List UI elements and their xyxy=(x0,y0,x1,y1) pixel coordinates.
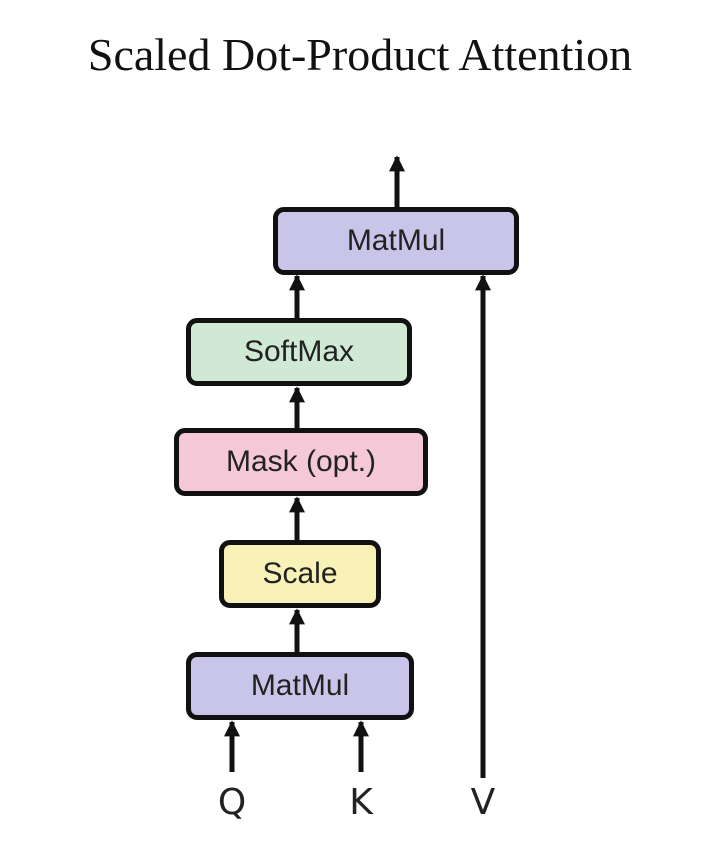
softmax-block: SoftMax xyxy=(186,318,412,386)
input-q-label: Q xyxy=(217,782,247,823)
matmul-bottom-block: MatMul xyxy=(186,652,414,720)
matmul-top-block: MatMul xyxy=(273,207,519,275)
mask-block: Mask (opt.) xyxy=(174,428,428,496)
page-title: Scaled Dot-Product Attention xyxy=(87,29,633,80)
scale-block: Scale xyxy=(219,540,381,608)
input-k-label: K xyxy=(349,782,373,823)
input-v-label: V xyxy=(470,782,496,823)
